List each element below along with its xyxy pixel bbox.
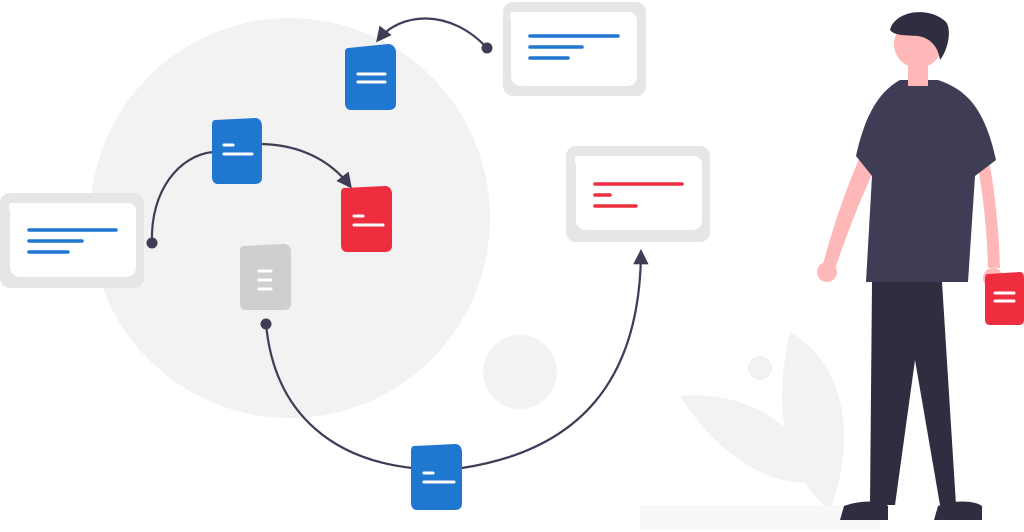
connector-top	[378, 18, 487, 48]
person-figure	[817, 12, 1024, 520]
connector-dot	[261, 319, 272, 330]
tiny-background-circle	[748, 356, 772, 380]
connector-dot	[147, 238, 158, 249]
connector-dot	[482, 43, 493, 54]
small-background-circle	[483, 335, 557, 409]
document-icon-gray	[240, 244, 291, 310]
document-icon	[411, 444, 462, 510]
message-card-top-right	[503, 2, 646, 96]
background-circle	[90, 18, 490, 418]
document-icon	[345, 44, 396, 110]
message-card-left	[0, 193, 144, 288]
message-card-right	[566, 146, 710, 242]
document-icon-red	[341, 186, 392, 252]
document-icon	[212, 118, 262, 184]
